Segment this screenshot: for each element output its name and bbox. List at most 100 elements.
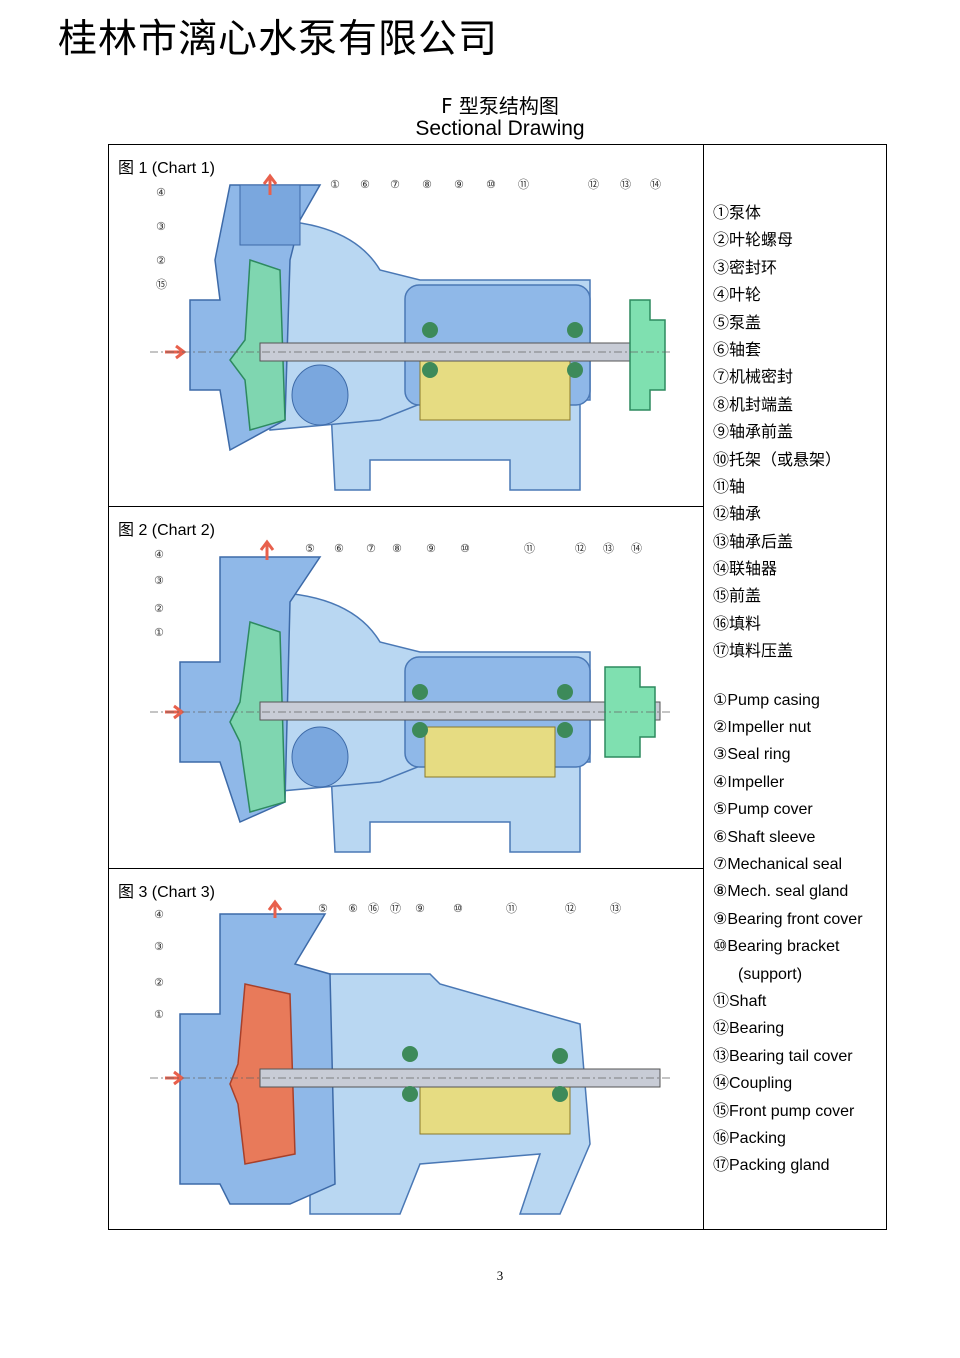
legend-cn-item: ⑯填料	[713, 613, 762, 633]
pump-drawing-1: ① ⑥ ⑦ ⑧ ⑨ ⑩ ⑪ ⑫ ⑬ ⑭ ④ ③ ② ⑮	[150, 173, 670, 491]
legend-cn-item: ⑦机械密封	[713, 367, 794, 387]
callout: ⑨	[415, 902, 425, 915]
panel-3-label: 图 3 (Chart 3)	[118, 884, 215, 901]
callout: ⑯	[368, 902, 379, 915]
callout: ⑦	[366, 542, 376, 555]
legend-cn-item: ⑭联轴器	[713, 559, 778, 579]
pump-drawing-2: ⑤ ⑥ ⑦ ⑧ ⑨ ⑩ ⑪ ⑫ ⑬ ⑭ ④ ③ ② ①	[150, 539, 670, 853]
outlet-arrow-1	[262, 173, 278, 195]
callout: ③	[156, 220, 166, 233]
callout: ⑧	[422, 178, 432, 191]
callout: ③	[154, 574, 164, 587]
callout: ⑩	[453, 902, 463, 915]
legend-en-item: ④Impeller	[713, 773, 785, 791]
legend-en-item: ①Pump casing	[713, 691, 820, 709]
callout: ⑤	[305, 542, 315, 555]
callout: ⑭	[631, 542, 642, 555]
legend-cn-item: ⑰填料压盖	[713, 641, 794, 661]
callouts-1: ① ⑥ ⑦ ⑧ ⑨ ⑩ ⑪ ⑫ ⑬ ⑭ ④ ③ ② ⑮	[156, 178, 661, 291]
frame-divider-2	[108, 868, 704, 869]
impeller-2	[229, 620, 286, 813]
legend-cn-item: ⑧机封端盖	[713, 394, 794, 414]
legend-en-item: ⑫Bearing	[713, 1020, 785, 1038]
legend-en-item: ⑩Bearing bracket	[713, 938, 840, 956]
callout: ⑩	[486, 178, 496, 191]
legend-en-item: ⑬Bearing tail cover	[713, 1047, 853, 1065]
legend-en-item: ⑥Shaft sleeve	[713, 828, 816, 846]
bearing-front-2	[412, 684, 428, 700]
legend-en-item: ⑪Shaft	[713, 992, 767, 1010]
bearing-front-3	[402, 1046, 418, 1062]
legend-cn-item: ②叶轮螺母	[713, 230, 794, 250]
legend-en-item: (support)	[738, 965, 803, 983]
callout: ⑨	[454, 178, 464, 191]
bracket-3	[309, 973, 591, 1215]
callout: ⑥	[348, 902, 358, 915]
legend-en-item: ⑰Packing gland	[713, 1157, 830, 1175]
shaft-2	[259, 701, 661, 721]
callout: ⑬	[603, 542, 614, 555]
legend-cn-item: ⑩托架（或悬架）	[713, 449, 842, 469]
bearing-front-1	[422, 322, 438, 338]
callout: ⑬	[620, 178, 631, 191]
company-name: 桂林市漓心水泵有限公司	[58, 17, 499, 62]
bearing-rear-2	[557, 684, 573, 700]
legend-en-item: ⑤Pump cover	[713, 801, 813, 819]
page-number: 3	[496, 1268, 504, 1283]
callout: ⑰	[390, 902, 401, 915]
pump-drawing-3: ⑤ ⑥ ⑯ ⑰ ⑨ ⑩ ⑪ ⑫ ⑬ ④ ③ ② ①	[150, 899, 670, 1215]
callout: ②	[154, 602, 164, 615]
callout: ①	[330, 178, 340, 191]
bearing-front-1b	[422, 362, 438, 378]
legend-cn-item: ④叶轮	[713, 285, 762, 305]
callout: ①	[154, 1008, 164, 1021]
frame-divider-1	[108, 506, 704, 507]
callout: ⑪	[506, 902, 517, 915]
callout: ⑭	[650, 178, 661, 191]
callout: ⑫	[575, 542, 586, 555]
callouts-2: ⑤ ⑥ ⑦ ⑧ ⑨ ⑩ ⑪ ⑫ ⑬ ⑭ ④ ③ ② ①	[154, 542, 642, 639]
outlet-arrow-3	[267, 899, 283, 918]
callout: ①	[154, 626, 164, 639]
callout: ④	[154, 548, 164, 561]
bearing-front-3b	[402, 1086, 418, 1102]
legend-cn-item: ⑫轴承	[713, 504, 762, 524]
impeller-1	[229, 258, 286, 431]
parts-legend: ①泵体 ②叶轮螺母 ③密封环 ④叶轮 ⑤泵盖 ⑥轴套 ⑦机械密封 ⑧机封端盖 ⑨…	[713, 199, 883, 1180]
bracket-2	[259, 591, 591, 853]
callout: ⑮	[156, 278, 167, 291]
callout: ⑧	[392, 542, 402, 555]
drawing-frame	[108, 144, 887, 1230]
callout: ⑫	[588, 178, 599, 191]
legend-cn-item: ⑮前盖	[713, 586, 762, 606]
callout: ③	[154, 940, 164, 953]
callout: ⑫	[565, 902, 576, 915]
panel-1-label: 图 1 (Chart 1)	[118, 160, 215, 177]
callout: ④	[156, 186, 166, 199]
bearing-rear-3b	[552, 1086, 568, 1102]
legend-en: ①Pump casing ②Impeller nut ③Seal ring ④I…	[713, 687, 883, 1180]
drawing-title-en: Sectional Drawing	[415, 117, 585, 140]
legend-cn: ①泵体 ②叶轮螺母 ③密封环 ④叶轮 ⑤泵盖 ⑥轴套 ⑦机械密封 ⑧机封端盖 ⑨…	[713, 199, 883, 665]
panel-2-label: 图 2 (Chart 2)	[118, 522, 215, 539]
legend-en-item: ⑭Coupling	[713, 1075, 793, 1093]
callout: ⑦	[390, 178, 400, 191]
bearing-front-2b	[412, 722, 428, 738]
callout: ②	[156, 254, 166, 267]
legend-cn-item: ⑥轴套	[713, 339, 762, 359]
callout: ⑪	[518, 178, 529, 191]
coupling-1	[629, 299, 666, 411]
callout: ④	[154, 908, 164, 921]
callout: ⑪	[524, 542, 535, 555]
callout: ⑨	[426, 542, 436, 555]
bearing-rear-1	[567, 322, 583, 338]
legend-cn-item: ③密封环	[713, 257, 778, 277]
bearing-rear-1b	[567, 362, 583, 378]
legend-cn-item: ①泵体	[713, 203, 762, 222]
bearing-rear-3	[552, 1048, 568, 1064]
bearing-rear-2b	[557, 722, 573, 738]
callout: ⑤	[318, 902, 328, 915]
frame-divider-vertical	[703, 144, 704, 1230]
legend-en-item: ③Seal ring	[713, 746, 791, 764]
legend-cn-item: ⑪轴	[713, 476, 746, 496]
